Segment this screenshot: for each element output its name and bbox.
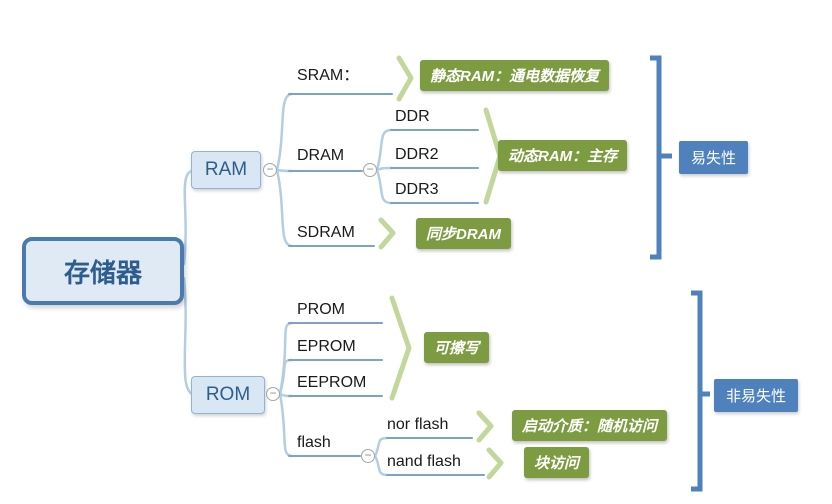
topic-flash[interactable]: flash [297,434,331,451]
topic-dram[interactable]: DRAM [297,147,345,164]
category-nonvolatile[interactable]: 非易失性 [714,379,799,412]
topic-underlines [288,93,485,476]
node-ram[interactable]: RAM [191,151,261,189]
node-root[interactable]: 存储器 [22,237,184,305]
topic-ddr3[interactable]: DDR3 [395,181,439,198]
category-volatile[interactable]: 易失性 [679,141,749,174]
topic-eeprom[interactable]: EEPROM [297,374,367,391]
topic-eprom[interactable]: EPROM [297,338,356,355]
summary-erasable[interactable]: 可擦写 [424,332,490,363]
collapse-icon-dram[interactable]: − [363,163,377,177]
summary-sram[interactable]: 静态RAM：通电数据恢复 [420,60,610,91]
topic-sram[interactable]: SRAM： [297,67,360,84]
topic-ddr[interactable]: DDR [395,108,430,125]
topic-ddr2[interactable]: DDR2 [395,146,439,163]
collapse-icon-flash[interactable]: − [361,449,375,463]
summary-nor-flash[interactable]: 启动介质：随机访问 [512,410,668,441]
summary-sdram[interactable]: 同步DRAM [416,218,511,249]
connector-lines [182,92,393,477]
summary-dram-group[interactable]: 动态RAM：主存 [498,140,628,171]
topic-nand-flash[interactable]: nand flash [387,453,461,470]
collapse-icon-rom[interactable]: − [266,387,280,401]
topic-prom[interactable]: PROM [297,301,345,318]
topic-nor-flash[interactable]: nor flash [387,416,449,433]
node-rom[interactable]: ROM [191,376,265,414]
topic-sdram[interactable]: SDRAM [297,224,355,241]
collapse-icon-ram[interactable]: − [263,163,277,177]
summary-nand-flash[interactable]: 块访问 [524,447,590,478]
category-brackets [650,55,710,492]
